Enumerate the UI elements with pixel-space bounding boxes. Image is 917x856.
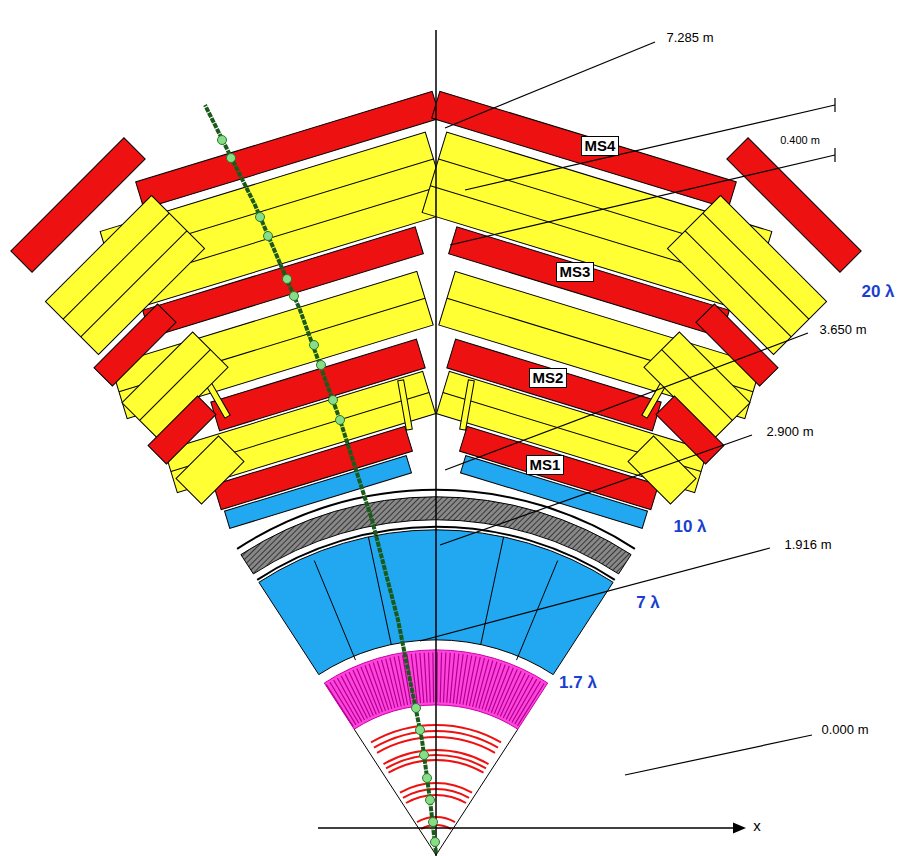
chamber-label: MS2 (529, 368, 568, 387)
interaction-length: 1.7 λ (558, 673, 598, 693)
dimension-label: 0.400 m (779, 134, 821, 147)
interaction-length: 7 λ (635, 593, 661, 613)
muon-track (205, 105, 436, 853)
track-hits (218, 136, 440, 847)
dimension-label: 3.650 m (819, 323, 868, 338)
chamber-label: MS1 (526, 455, 565, 474)
axis-arrowhead (733, 823, 746, 834)
x-axis (318, 827, 736, 829)
chamber-label: MS3 (556, 262, 595, 281)
y-axis (435, 30, 437, 856)
dimension-label: 0.000 m (821, 723, 870, 738)
axis-label: x (752, 817, 762, 834)
dimension-label: 1.916 m (784, 538, 833, 553)
interaction-length: 20 λ (860, 282, 895, 302)
interaction-length: 10 λ (672, 517, 707, 537)
dimension-line (420, 42, 835, 775)
dimension-label: 2.900 m (766, 425, 815, 440)
chamber-label: MS4 (581, 136, 620, 155)
dimension-label: 7.285 m (666, 31, 715, 46)
muon-chambers-mirror (422, 91, 861, 528)
muon-chambers (11, 91, 450, 528)
